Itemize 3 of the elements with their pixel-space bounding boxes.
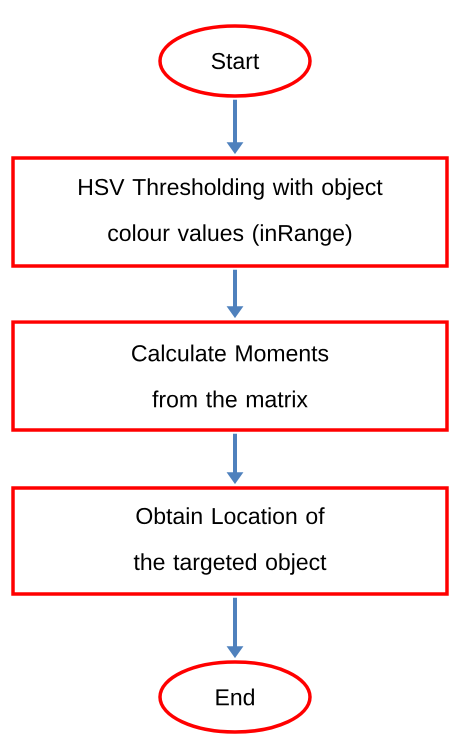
process-box: Calculate Moments from the matrix (11, 320, 449, 432)
process-box: HSV Thresholding with object colour values (inRange) (11, 156, 449, 268)
process-box: Obtain Location of the targeted object (11, 486, 449, 596)
